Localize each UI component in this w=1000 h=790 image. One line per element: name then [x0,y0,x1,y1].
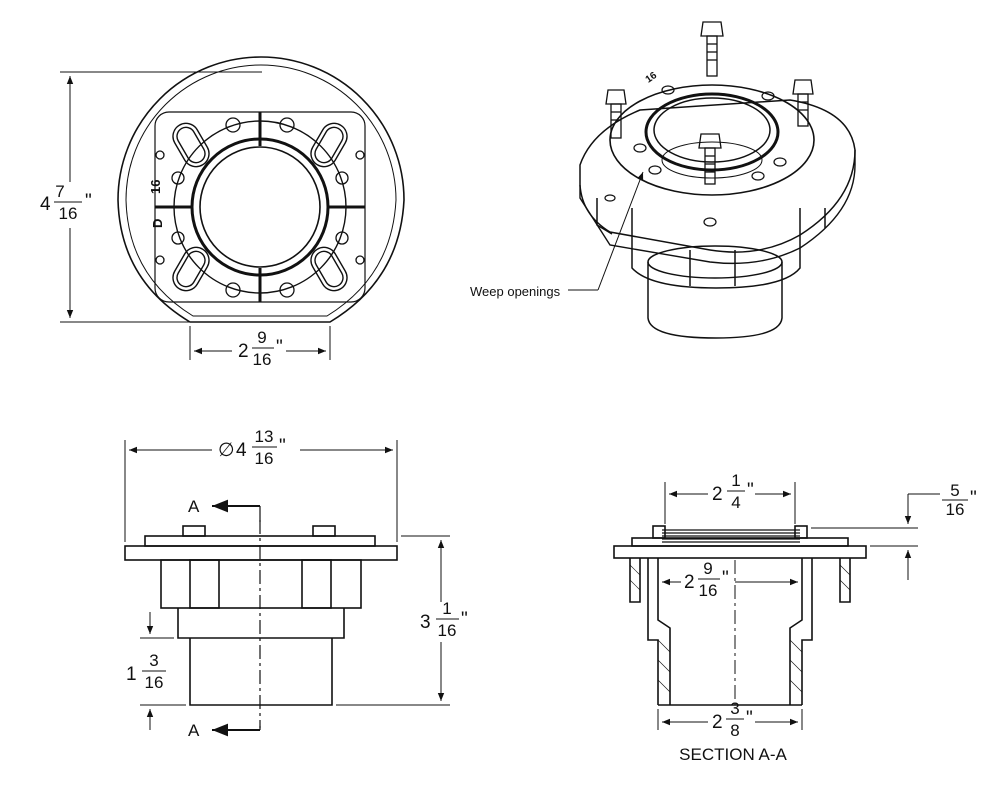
flange-offset-den: 16 [946,500,965,519]
top-height-dimension [60,71,262,323]
section-inner-width-unit: " [722,568,729,589]
section-title: SECTION A-A [679,745,787,764]
iso-lower-top [647,245,783,279]
hub-height-whole: 1 [126,664,137,685]
section-inner-bore [657,558,803,705]
front-right-nut [312,525,336,537]
diameter-symbol: ∅ [218,440,235,461]
top-width-label: 2 9 16 " [238,328,283,369]
diameter-den: 16 [255,449,274,468]
section-bottom-width-unit: " [746,708,753,729]
hub-height-dimension [140,612,186,730]
diameter-unit: " [279,436,286,457]
hub-height-label: 1 3 16 [126,651,166,692]
top-width-whole: 2 [238,341,249,362]
iso-mark: 16 [644,70,660,86]
front-body-lower [189,638,333,706]
section-top-width-whole: 2 [712,484,723,505]
top-width-dimension [189,326,331,360]
section-top-width-den: 4 [731,493,740,512]
section-inner-width-den: 16 [699,581,718,600]
overall-height-unit: " [461,609,468,630]
section-line [212,499,261,737]
diameter-label: ∅ 4 13 16 " [218,427,286,468]
weep-leader [568,171,644,291]
top-view-outline [117,56,405,323]
top-height-num: 7 [55,182,64,201]
top-view-slots [172,122,348,292]
section-marker-top: A [188,497,200,516]
top-height-unit: " [85,191,92,212]
flange-offset-unit: " [970,488,977,509]
section-inner-width-label: 2 9 16 " [682,559,732,602]
section-bottom-width-den: 8 [730,721,739,740]
flange-offset-num: 5 [950,481,959,500]
hub-height-den: 16 [145,673,164,692]
section-bottom-width-label: 2 3 8 " [712,699,753,740]
overall-height-num: 1 [442,599,451,618]
part-mark-top: 16 [148,180,163,194]
iso-bore-outer [609,84,815,196]
overall-height-whole: 3 [420,612,431,633]
section-left-wall [629,558,659,705]
top-view-bore-ring [190,137,330,277]
top-width-den: 16 [253,350,272,369]
iso-mid-body [631,208,801,289]
hub-height-num: 3 [149,651,158,670]
section-top-width-unit: " [747,480,754,501]
top-height-den: 16 [59,204,78,223]
section-top-rim [631,537,849,547]
part-mark-side: D [150,219,165,228]
section-marker-bottom: A [188,721,200,740]
top-view-bore [199,146,321,268]
top-view-inner-outline [125,64,397,317]
section-inner-width-num: 9 [703,559,712,578]
top-view-holes [155,117,365,298]
top-height-whole: 4 [40,194,51,215]
flange-offset-dimension [811,493,940,580]
overall-height-dimension [336,535,450,706]
overall-height-den: 16 [438,621,457,640]
section-bottom-width-whole: 2 [712,712,723,733]
front-left-nut [182,525,206,537]
top-height-label: 4 7 16 " [40,182,92,223]
section-top-width-num: 1 [731,471,740,490]
isometric-view [579,21,856,339]
iso-bore-inner [653,97,771,163]
top-view [117,56,405,323]
section-top-width-dimension [664,482,796,524]
front-body-middle [177,608,345,639]
section-inner-width-whole: 2 [684,572,695,593]
section-bottom-width-num: 3 [730,699,739,718]
flange-offset-label: 5 16 " [942,481,977,519]
diameter-num: 13 [255,427,274,446]
section-right-wall [801,558,851,705]
top-width-num: 9 [257,328,266,347]
iso-bore-mid [644,92,780,172]
front-view [124,525,398,706]
diameter-dimension [124,440,398,542]
section-flange [613,545,867,559]
top-width-unit: " [276,337,283,358]
front-body-upper [160,559,362,609]
diameter-whole: 4 [236,440,247,461]
iso-bolts [605,21,814,185]
section-bottom-width-dimension [657,709,803,730]
weep-openings-label: Weep openings [470,284,561,299]
iso-lower-body [647,262,783,339]
section-top-width-label: 2 1 4 " [712,471,754,512]
overall-height-label: 3 1 16 " [420,599,468,640]
front-flange [124,545,398,561]
section-view [613,525,867,706]
iso-holes [604,85,787,227]
